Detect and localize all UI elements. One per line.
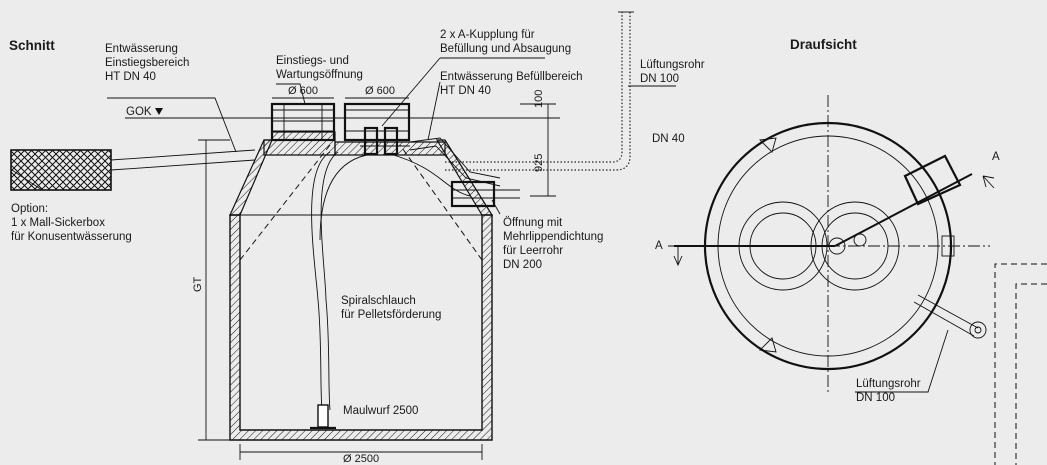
svg-text:Entwässerung Befüllbereich: Entwässerung Befüllbereich HT DN 40	[440, 71, 586, 97]
dn200-top-block	[903, 154, 962, 206]
svg-text:Spiralschlauch für Pelle: Spiralschlauch für Pelletsförderung	[341, 295, 441, 321]
opening-line-1: Öffnung mit	[503, 217, 563, 229]
h100-label: 100	[533, 90, 545, 108]
h925-label: 925	[533, 154, 545, 172]
top-view: A A Lüftungsrohr DN 100	[655, 95, 1047, 465]
spiral-hose	[311, 151, 331, 411]
opening-line-4: DN 200	[503, 259, 542, 271]
gok-marker-icon	[155, 108, 163, 115]
drain-entry-line-2: Einstiegsbereich	[105, 57, 189, 69]
mole-label: Maulwurf 2500	[343, 405, 418, 417]
vent-top-line-1: Lüftungsrohr	[856, 378, 921, 390]
drain-entry-line-1: Entwässerung	[105, 43, 178, 55]
d2500-label: Ø 2500	[343, 453, 379, 465]
option-line-1: Option:	[11, 203, 48, 215]
svg-text:Lüftungsrohr DN 100: Lüftungsrohr DN 100	[640, 59, 708, 85]
access-manhole	[270, 102, 336, 142]
drain-fill-line-2: HT DN 40	[440, 85, 491, 97]
sickerbox	[10, 149, 112, 191]
vent-top-line-2: DN 100	[856, 392, 895, 404]
building-outline	[994, 263, 1047, 465]
section-view: GT Ø 600 Ø 600 100 925 Ø 2500 GOK Entwä	[10, 11, 708, 465]
svg-text:Einstiegs- und Wartungsö: Einstiegs- und Wartungsöffnung	[276, 55, 363, 81]
option-line-3: für Konusentwässerung	[11, 231, 132, 243]
sickerbox-pipe	[110, 149, 256, 171]
top-view-title: Draufsicht	[790, 37, 857, 52]
d600-right-label: Ø 600	[365, 85, 395, 97]
mole-device	[317, 404, 329, 428]
gt-dimension	[198, 139, 230, 441]
gok-label: GOK	[126, 106, 152, 118]
fill-drain-pipe	[409, 137, 501, 179]
section-arrow-right-icon	[982, 175, 995, 189]
drain-entry-line-3: HT DN 40	[105, 71, 156, 83]
section-arrow-left-icon	[673, 246, 683, 267]
section-view-title: Schnitt	[9, 38, 55, 53]
section-mark-a-right: A	[992, 151, 1000, 163]
opening-line-3: für Leerrohr	[503, 245, 563, 257]
tank-body	[229, 131, 494, 441]
empty-pipe-opening	[450, 180, 520, 208]
coupling-line-1: 2 x A-Kupplung für	[440, 29, 535, 41]
access-line-2: Wartungsöffnung	[276, 69, 363, 81]
vent-pipe	[445, 12, 623, 163]
vent-line-1: Lüftungsrohr	[640, 59, 705, 71]
drain-fill-line-1: Entwässerung Befüllbereich	[440, 71, 583, 83]
dn40-label: DN 40	[652, 133, 685, 145]
svg-text:Entwässerung Einstiegsbe: Entwässerung Einstiegsbereich HT DN 40	[105, 43, 193, 83]
hose-line-1: Spiralschlauch	[341, 295, 416, 307]
coupling-line-2: Befüllung und Absaugung	[440, 43, 571, 55]
svg-text:2 x A-Kupplung für Befül: 2 x A-Kupplung für Befüllung und Absaugu…	[440, 29, 571, 55]
d600-left-label: Ø 600	[288, 85, 318, 97]
svg-text:Option: 1 x Mall-Sickerb: Option: 1 x Mall-Sickerbox für Konusentw…	[11, 203, 132, 243]
svg-text:Öffnung mit Mehrlippendi: Öffnung mit Mehrlippendichtung für Leerr…	[503, 217, 607, 271]
svg-text:Lüftungsrohr DN 100: Lüftungsrohr DN 100	[856, 378, 924, 404]
section-mark-a-left: A	[655, 240, 663, 252]
hose-line-2: für Pelletsförderung	[341, 309, 441, 321]
option-line-2: 1 x Mall-Sickerbox	[11, 217, 105, 229]
vent-pipe-top	[917, 294, 979, 329]
opening-line-2: Mehrlippendichtung	[503, 231, 603, 243]
vent-line-2: DN 100	[640, 73, 679, 85]
gt-label: GT	[192, 276, 204, 292]
access-line-1: Einstiegs- und	[276, 55, 349, 67]
fill-manhole	[343, 102, 411, 156]
